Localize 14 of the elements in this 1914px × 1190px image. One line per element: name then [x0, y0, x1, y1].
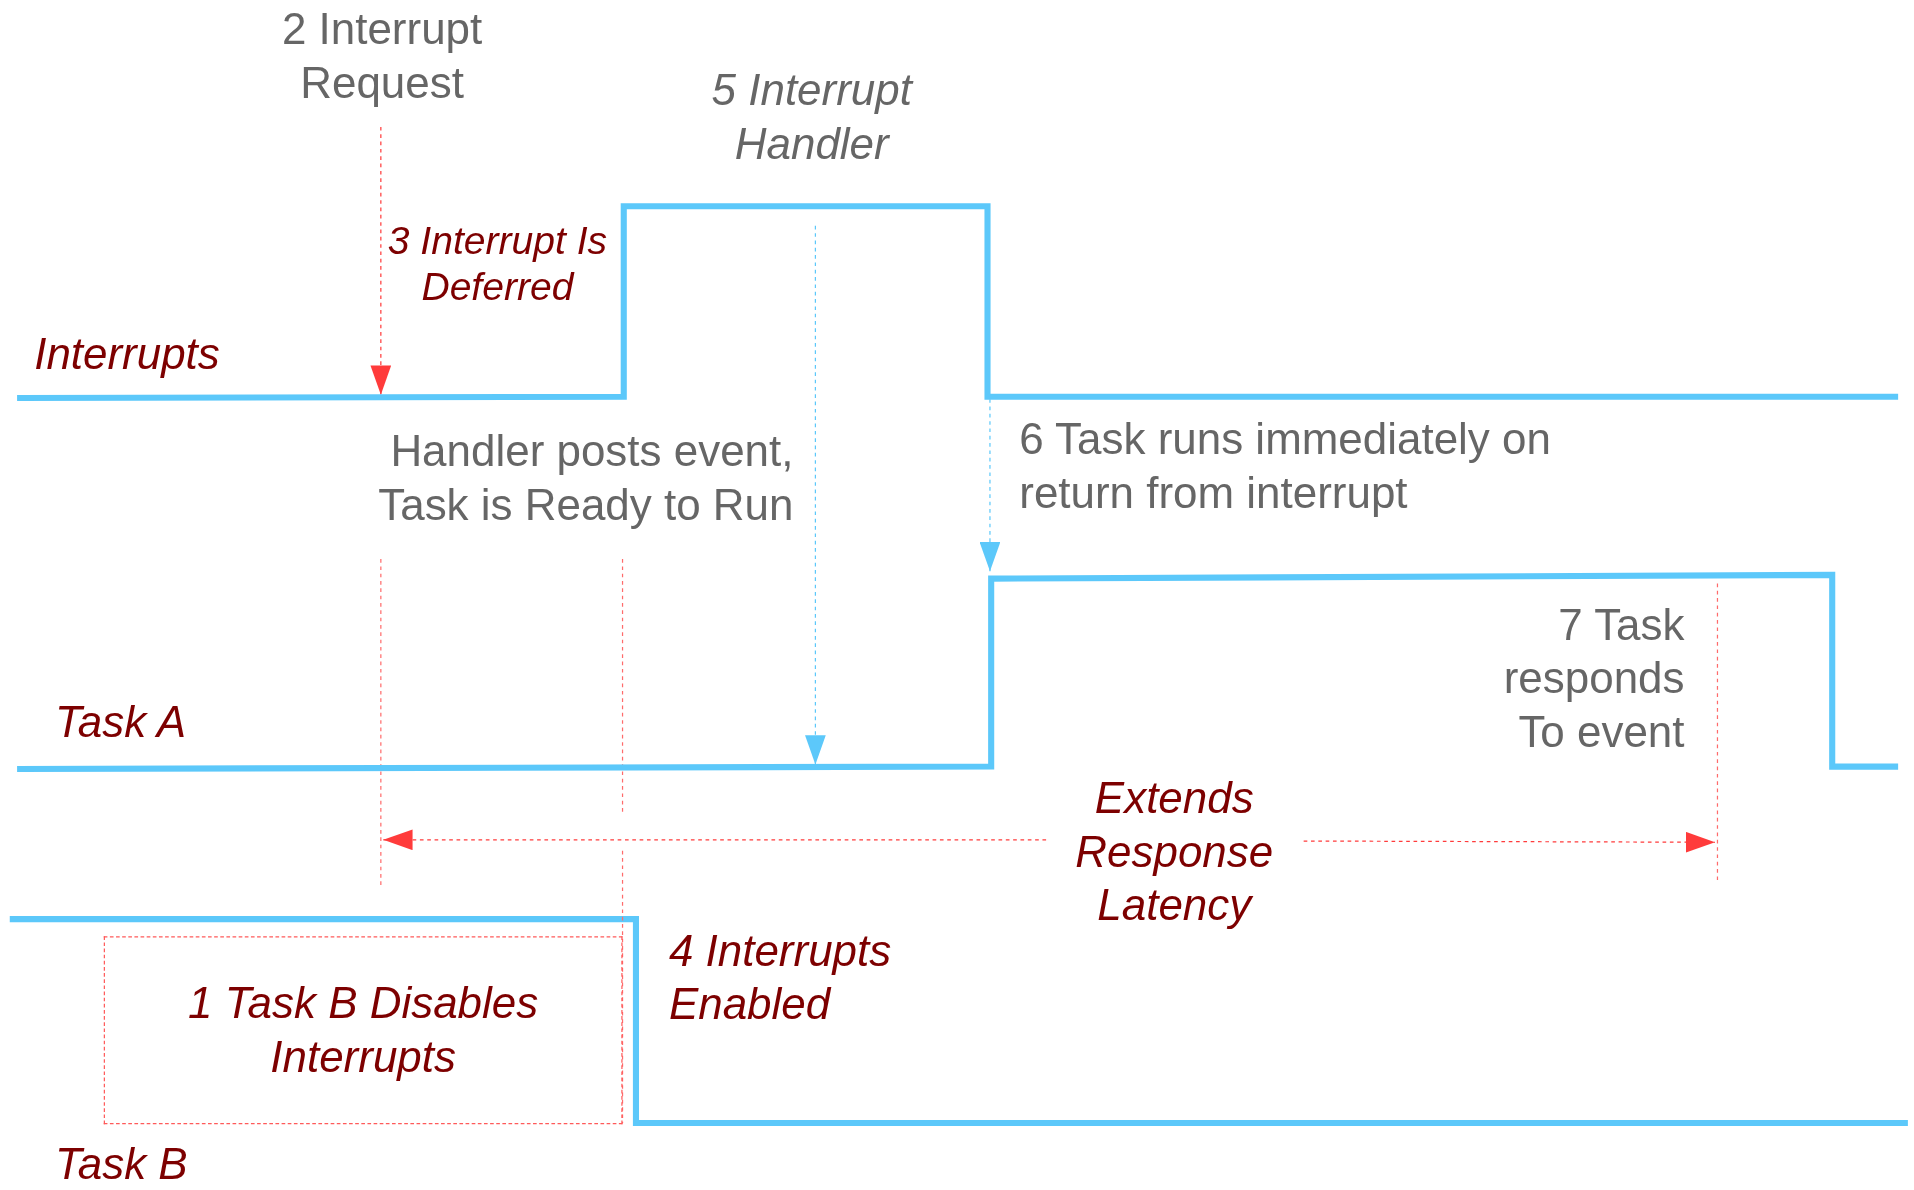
arrow: [805, 225, 826, 766]
annotation-text: Handler posts event, Task is Ready to Run: [377, 425, 794, 532]
annotation-text: 7 Task responds To event: [1502, 598, 1685, 759]
annotation-text: 3 Interrupt Is Deferred: [386, 217, 609, 311]
arrow: [370, 126, 392, 396]
annotation-text: 5 Interrupt Handler: [710, 63, 915, 171]
annotation-text: Task A: [54, 696, 187, 750]
annotation-text: 1 Task B Disables Interrupts: [187, 976, 540, 1084]
annotation-text: 4 Interrupts Enabled: [668, 924, 893, 1031]
arrow: [979, 398, 1001, 572]
annotation-text: Interrupts: [34, 327, 221, 381]
annotation-text: 2 Interrupt Request: [260, 0, 505, 113]
annotation-text: 6 Task runs immediately on return from interrupt: [1019, 412, 1552, 520]
annotation-text: Task B: [54, 1137, 189, 1190]
